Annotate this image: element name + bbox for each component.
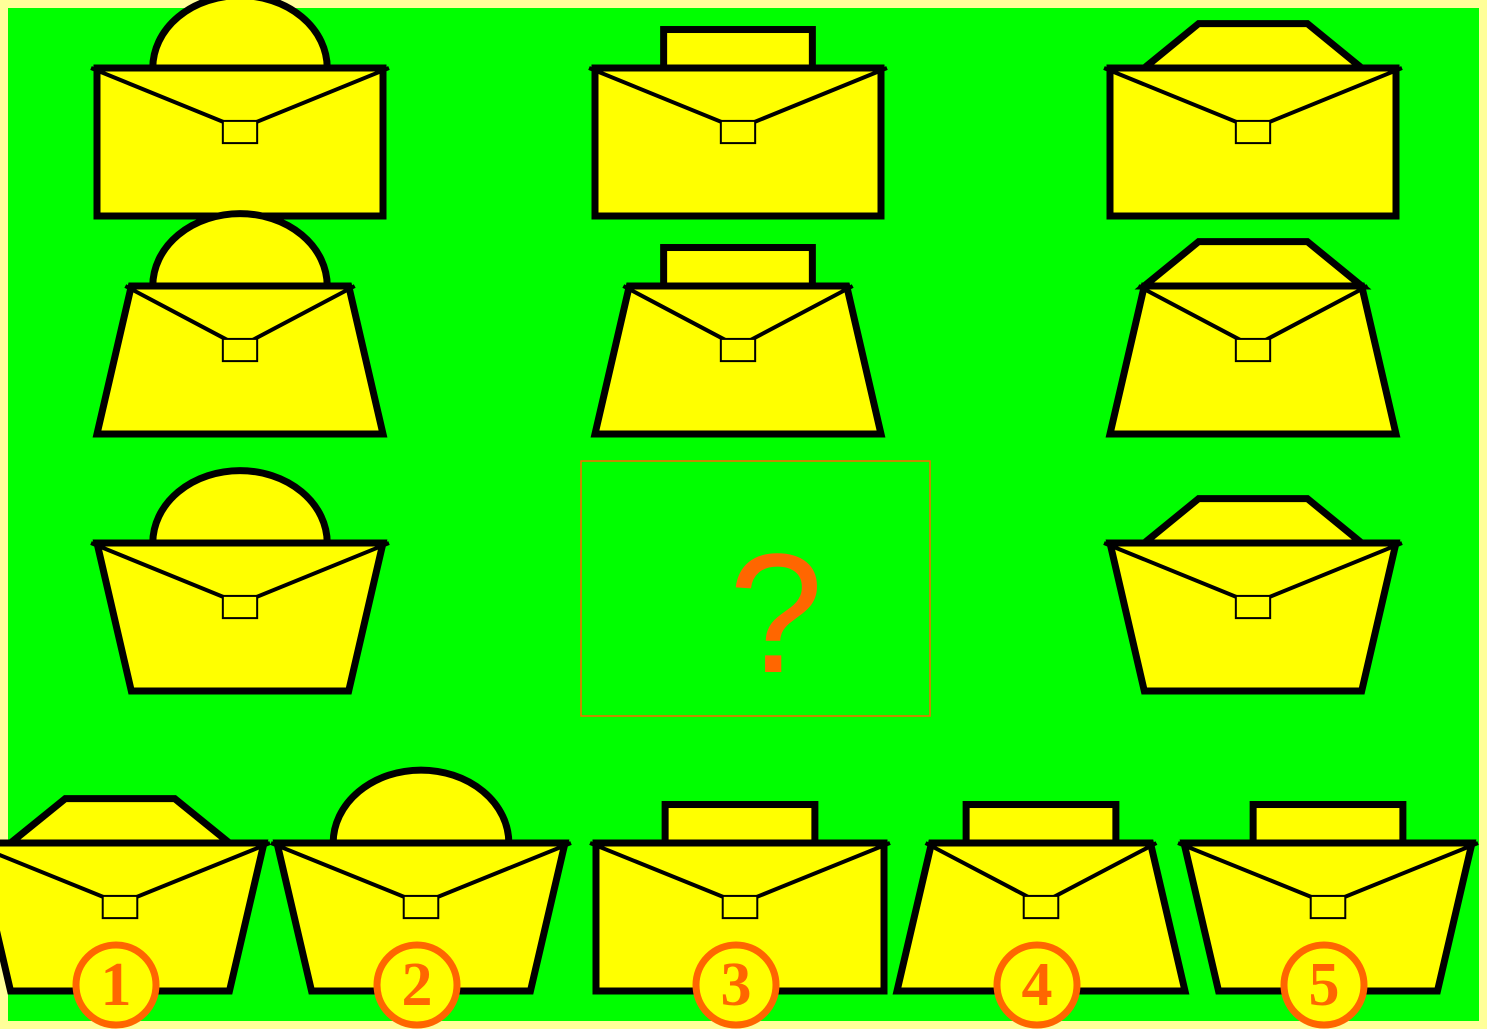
- clasp: [404, 896, 439, 918]
- option-number-badge: 5: [1284, 945, 1364, 1025]
- option-number: 2: [402, 951, 433, 1019]
- clasp: [721, 121, 755, 143]
- option-number: 4: [1022, 951, 1053, 1019]
- clasp: [721, 339, 755, 361]
- option-number: 5: [1309, 951, 1340, 1019]
- clasp: [1311, 896, 1346, 918]
- clasp: [223, 339, 257, 361]
- option-number-badge: 3: [696, 945, 776, 1025]
- option-number-badge: 1: [76, 945, 156, 1025]
- clasp: [1236, 121, 1270, 143]
- clasp: [1236, 596, 1270, 618]
- rectangle-handle: [665, 805, 815, 843]
- option-number: 1: [101, 951, 132, 1019]
- option-number-badge: 2: [377, 945, 457, 1025]
- clasp: [223, 121, 257, 143]
- clasp: [1024, 896, 1059, 918]
- question-mark: ?: [729, 519, 824, 709]
- clasp: [223, 596, 257, 618]
- clasp: [103, 896, 138, 918]
- rectangle-handle: [1253, 805, 1403, 843]
- rectangle-handle: [966, 805, 1116, 843]
- rectangle-handle: [664, 30, 813, 68]
- clasp: [723, 896, 758, 918]
- clasp: [1236, 339, 1270, 361]
- rectangle-handle: [664, 248, 813, 286]
- option-number-badge: 4: [997, 945, 1077, 1025]
- option-number: 3: [721, 951, 752, 1019]
